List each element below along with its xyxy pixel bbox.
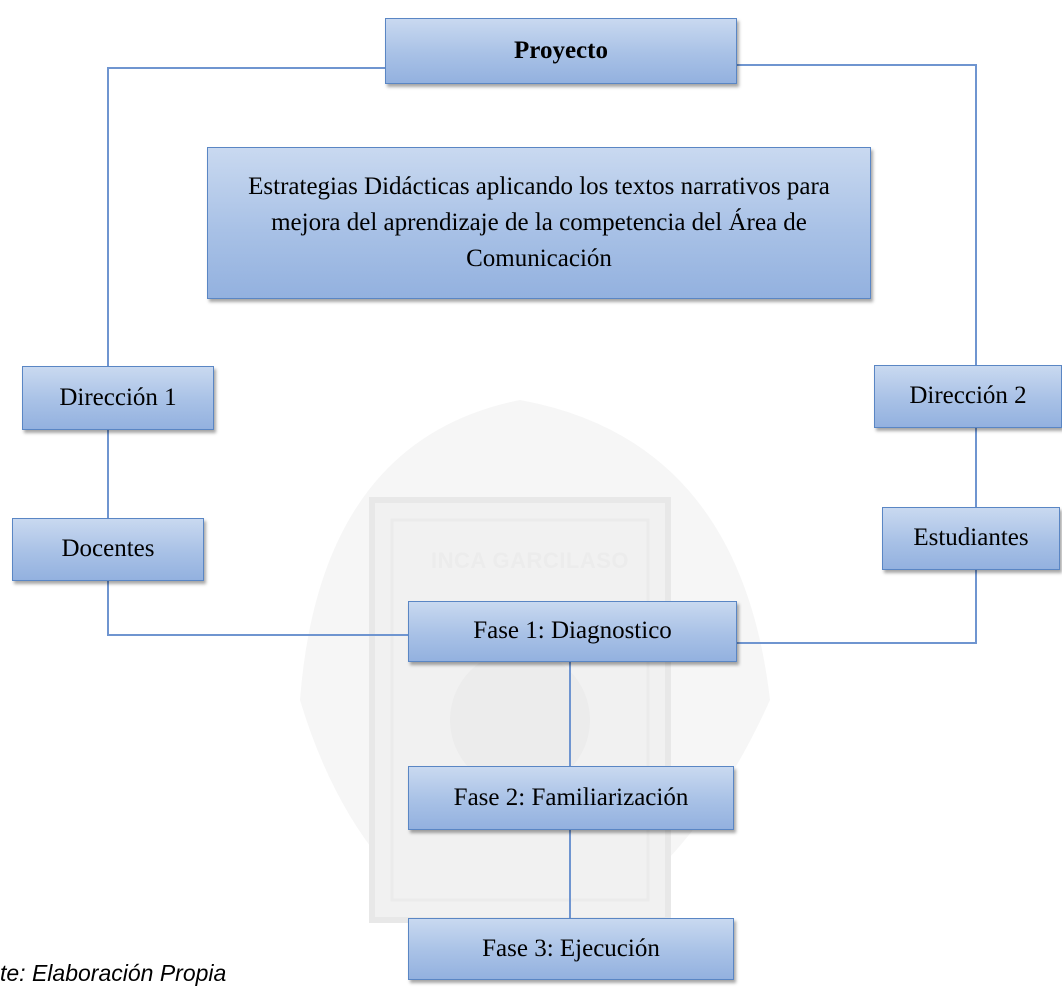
- node-direccion-2-label: Dirección 2: [909, 382, 1027, 410]
- node-estudiantes: Estudiantes: [882, 507, 1060, 570]
- node-direccion-2: Dirección 2: [874, 365, 1062, 428]
- node-proyecto: Proyecto: [385, 18, 737, 84]
- node-fase-2: Fase 2: Familiarización: [408, 766, 734, 830]
- connector-proyecto-direccion1: [107, 67, 385, 366]
- node-fase-2-label: Fase 2: Familiarización: [453, 783, 689, 811]
- node-proyecto-label: Proyecto: [514, 36, 608, 64]
- node-docentes-label: Docentes: [61, 535, 155, 563]
- node-fase-3-label: Fase 3: Ejecución: [482, 934, 660, 962]
- node-direccion-1: Dirección 1: [22, 366, 214, 430]
- node-fase-3: Fase 3: Ejecución: [408, 918, 734, 980]
- node-estrategias: Estrategias Didácticas aplicando los tex…: [207, 147, 871, 299]
- node-fase-1-label: Fase 1: Diagnostico: [473, 617, 672, 645]
- node-direccion-1-label: Dirección 1: [59, 383, 177, 411]
- node-estrategias-label: Estrategias Didácticas aplicando los tex…: [248, 172, 830, 273]
- connector-proyecto-direccion2: [737, 64, 977, 365]
- source-note: te: Elaboración Propia: [0, 960, 227, 986]
- node-docentes: Docentes: [12, 518, 204, 581]
- node-fase-1: Fase 1: Diagnostico: [408, 601, 737, 662]
- node-estudiantes-label: Estudiantes: [913, 524, 1029, 552]
- connector-docentes-fase1: [107, 581, 408, 636]
- connector-estudiantes-fase1: [737, 570, 977, 644]
